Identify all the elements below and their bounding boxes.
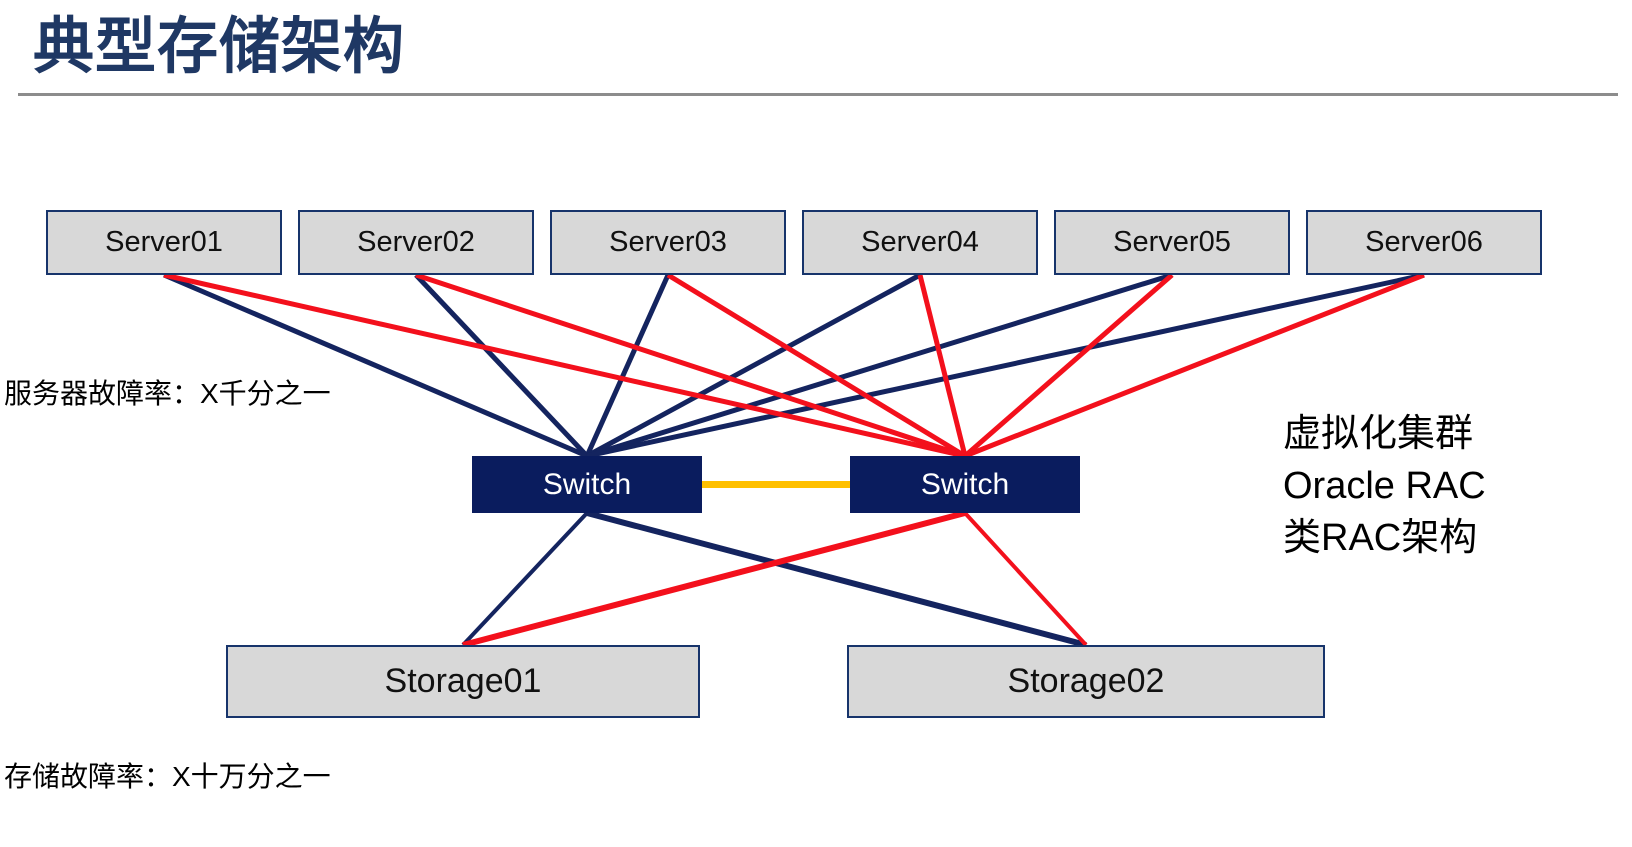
server01-label: Server01 xyxy=(105,226,223,258)
cluster-annotation: 虚拟化集群 Oracle RAC 类RAC架构 xyxy=(1283,408,1486,564)
annotation-line-3: 类RAC架构 xyxy=(1283,517,1478,559)
server06-label: Server06 xyxy=(1365,226,1483,258)
storage02-box: Storage02 xyxy=(847,645,1325,718)
server04-label: Server04 xyxy=(861,226,979,258)
server05-box: Server05 xyxy=(1054,210,1290,275)
server01-box: Server01 xyxy=(46,210,282,275)
storage01-box: Storage01 xyxy=(226,645,700,718)
server04-box: Server04 xyxy=(802,210,1038,275)
storage02-label: Storage02 xyxy=(1007,662,1165,700)
server-failure-rate-label: 服务器故障率：X千分之一 xyxy=(4,378,331,409)
annotation-line-1: 虚拟化集群 xyxy=(1283,413,1474,455)
server03-box: Server03 xyxy=(550,210,786,275)
title-divider-line xyxy=(18,93,1618,96)
storage01-label: Storage01 xyxy=(384,662,542,700)
switch-right-label: Switch xyxy=(920,467,1010,501)
server02-box: Server02 xyxy=(298,210,534,275)
server06-box: Server06 xyxy=(1306,210,1542,275)
switch-left-label: Switch xyxy=(542,467,632,501)
page-title: 典型存储架构 xyxy=(33,12,406,80)
storage-failure-rate-label: 存储故障率：X十万分之一 xyxy=(4,761,331,792)
annotation-line-2: Oracle RAC xyxy=(1283,465,1486,507)
server02-label: Server02 xyxy=(357,226,475,258)
switch-left-box: Switch xyxy=(472,456,702,513)
server03-label: Server03 xyxy=(609,226,727,258)
switch-right-box: Switch xyxy=(850,456,1080,513)
server05-label: Server05 xyxy=(1113,226,1231,258)
